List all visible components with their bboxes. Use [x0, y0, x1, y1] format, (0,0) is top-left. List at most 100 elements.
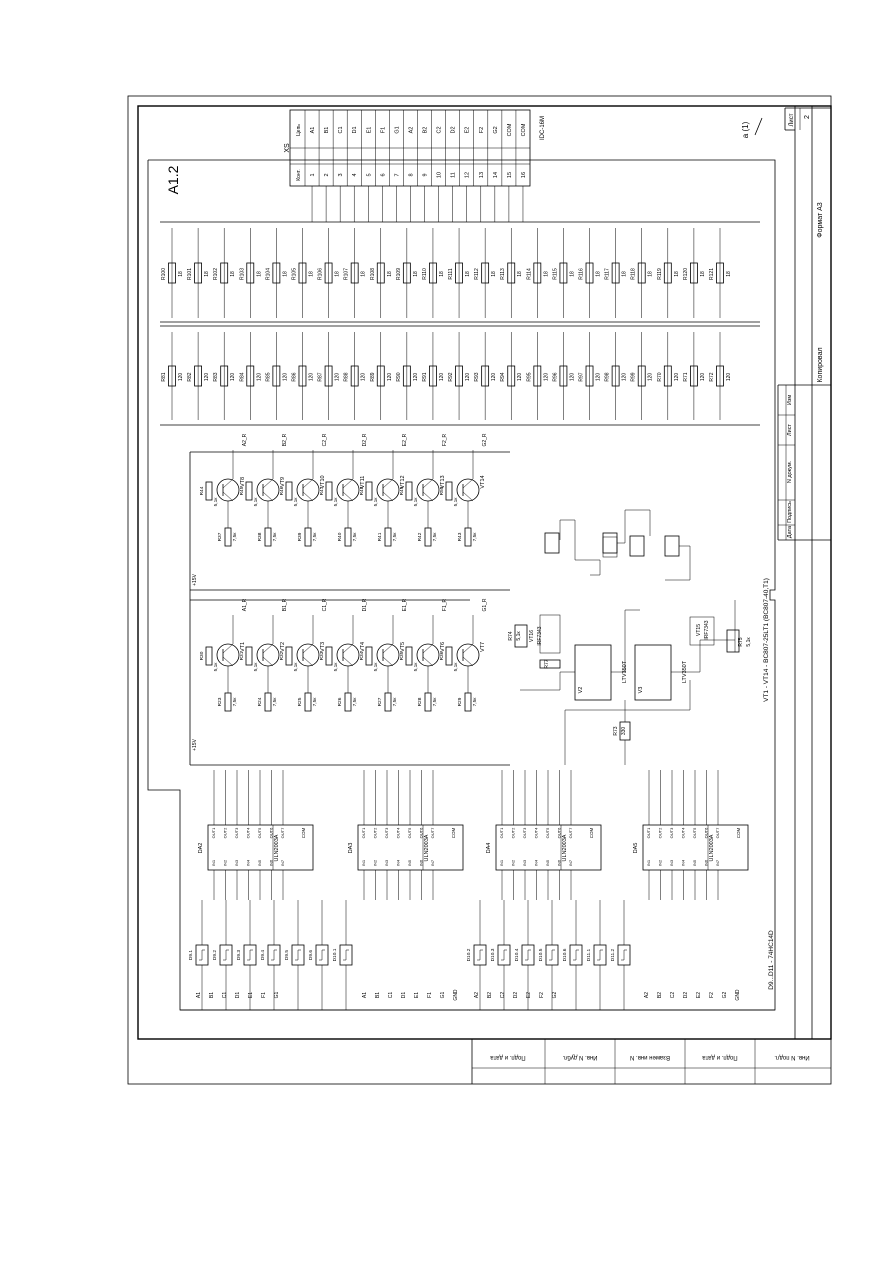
resistor-body	[429, 262, 437, 284]
transistor-collector	[462, 478, 474, 489]
base-resistor-ref: R48	[359, 486, 365, 495]
connector-signal: C2	[437, 126, 443, 133]
inverter-ref: D9.1	[188, 950, 194, 960]
resistor-value: 18	[230, 271, 236, 277]
stamp-column-label: Лист	[787, 424, 793, 436]
transistor-note: VT1 - VT14 - BC807-25LT1 (BC807-40,T1)	[763, 578, 770, 702]
connector-signal: D2	[451, 126, 457, 133]
pull-resistor-value: 7,5к	[352, 697, 358, 707]
resistor-ref: R86	[291, 372, 297, 381]
resistor-body	[585, 262, 594, 284]
transistor-icon	[216, 478, 240, 502]
misc-part-ref: R73	[613, 726, 619, 735]
base-resistor-value: 5,1к	[293, 662, 299, 672]
base-resistor	[445, 481, 453, 501]
transistor-ref: VT1	[240, 642, 246, 652]
driver-in-pin: IN4	[681, 859, 686, 866]
resistor-body	[559, 262, 568, 284]
drawing-frame	[137, 105, 832, 1040]
driver-in-pin: IN3	[669, 859, 674, 866]
transistor-collector	[342, 643, 354, 654]
supply-label-lower: +15V	[192, 738, 198, 750]
input-label: G1	[274, 991, 280, 998]
resistor-value: 18	[726, 271, 732, 277]
transistor-emitter	[422, 656, 434, 667]
pull-resistor-value: 7,5к	[392, 532, 398, 542]
connector-pin: 16	[521, 172, 527, 178]
driver-in-pin: IN6	[269, 859, 274, 866]
resistor-value: 18	[648, 271, 654, 277]
driver-out-pin: OUT7	[280, 827, 285, 838]
base-resistor-ref: R34	[359, 651, 365, 660]
input-label: A1	[196, 992, 202, 998]
connector-pin: 14	[493, 172, 499, 178]
driver-ref: DA5	[633, 843, 639, 854]
driver-in-pin: IN1	[361, 859, 366, 866]
stamp-column-label: N докум.	[787, 460, 793, 483]
resistor-body	[637, 365, 646, 387]
pull-resistor-value: 7,5к	[312, 697, 318, 707]
base-resistor-ref: R49	[399, 486, 405, 495]
schmitt-icon	[295, 949, 301, 961]
transistor-emitter	[382, 656, 394, 667]
resistor-body	[533, 365, 542, 387]
resistor-r74	[514, 624, 528, 648]
resistor-body	[194, 365, 202, 387]
pull-resistor-value: 7,5к	[432, 697, 438, 707]
pull-resistor-ref: R37	[217, 532, 223, 541]
resistor-body	[298, 365, 307, 387]
driver-in-pin: IN1	[646, 859, 651, 866]
driver-out-pin: OUT1	[361, 827, 366, 838]
transistor-collector	[382, 643, 394, 654]
driver-in-pin: IN5	[692, 859, 697, 866]
resistor-value: 18	[491, 271, 497, 277]
driver-out-pin: OUT5	[407, 827, 412, 838]
resistor-body	[690, 262, 698, 284]
driver-chip	[495, 824, 602, 871]
resistor-body	[168, 262, 176, 284]
input-label: D1	[235, 992, 241, 999]
connector-xs	[289, 109, 531, 187]
transistor-icon	[296, 478, 320, 502]
resistor-ref: R111	[448, 268, 454, 279]
base-resistor-ref: R45	[239, 486, 245, 495]
resistor-body	[559, 365, 568, 387]
logic-note: D9...D11 - 74HC14D	[768, 930, 775, 990]
base-resistor-ref: R44	[199, 486, 205, 495]
connector-header-pin: Конт.	[296, 169, 302, 181]
optocoupler-ref: V3	[638, 687, 644, 694]
resistor-value: 18	[569, 271, 575, 277]
resistor-value: 120	[465, 373, 471, 382]
driver-out-pin: OUT4	[681, 827, 686, 838]
resistor-ref: R106	[318, 268, 324, 280]
resistor-ref: R115	[552, 268, 558, 280]
transistor-ref: VT3	[320, 642, 326, 652]
inverter-ref: D10.6	[562, 948, 568, 961]
net-label: A2_R	[242, 433, 248, 446]
driver-out-pin: OUT5	[545, 827, 550, 838]
resistor-ref: R113	[500, 268, 506, 280]
net-label: F1_R	[442, 599, 448, 612]
connector-signal: E2	[465, 127, 471, 134]
input-label: F2	[709, 992, 715, 998]
title-strip	[784, 106, 831, 1039]
driver-in-pin: IN5	[407, 859, 412, 866]
input-label: D2	[513, 992, 519, 999]
misc-part-value: 330	[621, 727, 627, 736]
resistor-ref: R105	[291, 268, 297, 280]
connector-signal: E1	[366, 127, 372, 134]
connector-pin: 2	[324, 173, 330, 176]
input-label: G2	[552, 991, 558, 998]
base-resistor-value: 5,1к	[373, 662, 379, 672]
resistor-ref: R72	[709, 372, 715, 381]
transistor-icon	[296, 643, 320, 667]
inverter-ref: D10.1	[332, 948, 338, 961]
net-label: B2_R	[282, 433, 288, 446]
pull-resistor-value: 7,5к	[272, 532, 278, 542]
driver-in-pin: IN1	[211, 859, 216, 866]
pull-resistor	[384, 692, 392, 712]
left-stamp-label: Подп. и дата	[490, 1054, 526, 1060]
optocoupler-part: LTV350T	[622, 660, 628, 683]
driver-ref: DA2	[198, 843, 204, 854]
resistor-value: 120	[439, 373, 445, 382]
